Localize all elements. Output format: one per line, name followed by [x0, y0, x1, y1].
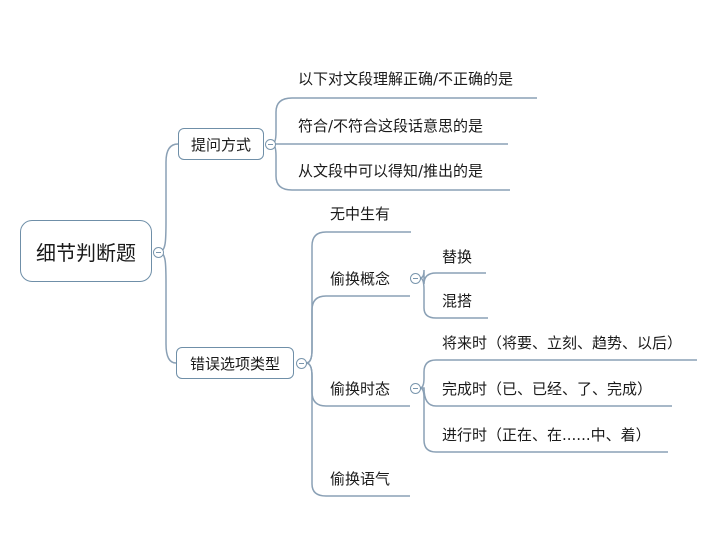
- node-touhuan-shitai: 偷换时态: [330, 380, 391, 398]
- connector-wrong-to-gainian: [305, 295, 410, 364]
- branch-wrong-option-types: 错误选项类型: [176, 347, 294, 379]
- node-touhuan-yuqi: 偷换语气: [330, 470, 391, 488]
- collapse-toggle-icon[interactable]: [296, 358, 307, 369]
- collapse-toggle-icon[interactable]: [153, 247, 164, 258]
- collapse-toggle-icon[interactable]: [265, 139, 276, 150]
- leaf-question-style-2: 符合/不符合这段话意思的是: [298, 117, 484, 135]
- connector-root-to-wrong-option-types: [158, 251, 177, 364]
- branch-wrong-option-types-label: 错误选项类型: [189, 354, 280, 373]
- connector-gainian-to-tihuan: [419, 269, 486, 285]
- collapse-toggle-icon[interactable]: [410, 383, 421, 394]
- leaf-jianglaishi: 将来时（将要、立刻、趋势、以后）: [442, 334, 683, 352]
- connector-wrong-to-wuzhong: [305, 231, 411, 364]
- leaf-tihuan: 替换: [442, 248, 473, 266]
- node-touhuan-gainian: 偷换概念: [330, 270, 391, 288]
- leaf-question-style-1: 以下对文段理解正确/不正确的是: [298, 70, 514, 88]
- branch-question-style-label: 提问方式: [190, 135, 251, 154]
- collapse-toggle-icon[interactable]: [410, 273, 421, 284]
- connector-wrong-to-yuqi: [305, 362, 410, 497]
- connector-shitai-to-jinxing: [419, 387, 668, 453]
- leaf-jinxingshi: 进行时（正在、在......中、着）: [442, 426, 651, 444]
- branch-question-style: 提问方式: [178, 128, 264, 160]
- leaf-hunda: 混搭: [442, 292, 473, 310]
- connector-gainian-to-hunda: [419, 277, 488, 319]
- root-node: 细节判断题: [20, 220, 152, 282]
- leaf-wanchengshi: 完成时（已、已经、了、完成）: [442, 380, 653, 398]
- connector-shitai-to-jianglai: [419, 359, 697, 389]
- connector-shitai-to-wancheng: [420, 387, 672, 407]
- root-node-label: 细节判断题: [36, 240, 136, 265]
- leaf-question-style-3: 从文段中可以得知/推出的是: [298, 162, 484, 180]
- node-wuzhong-shengyou: 无中生有: [330, 205, 391, 223]
- connector-root-to-question-style: [158, 143, 179, 253]
